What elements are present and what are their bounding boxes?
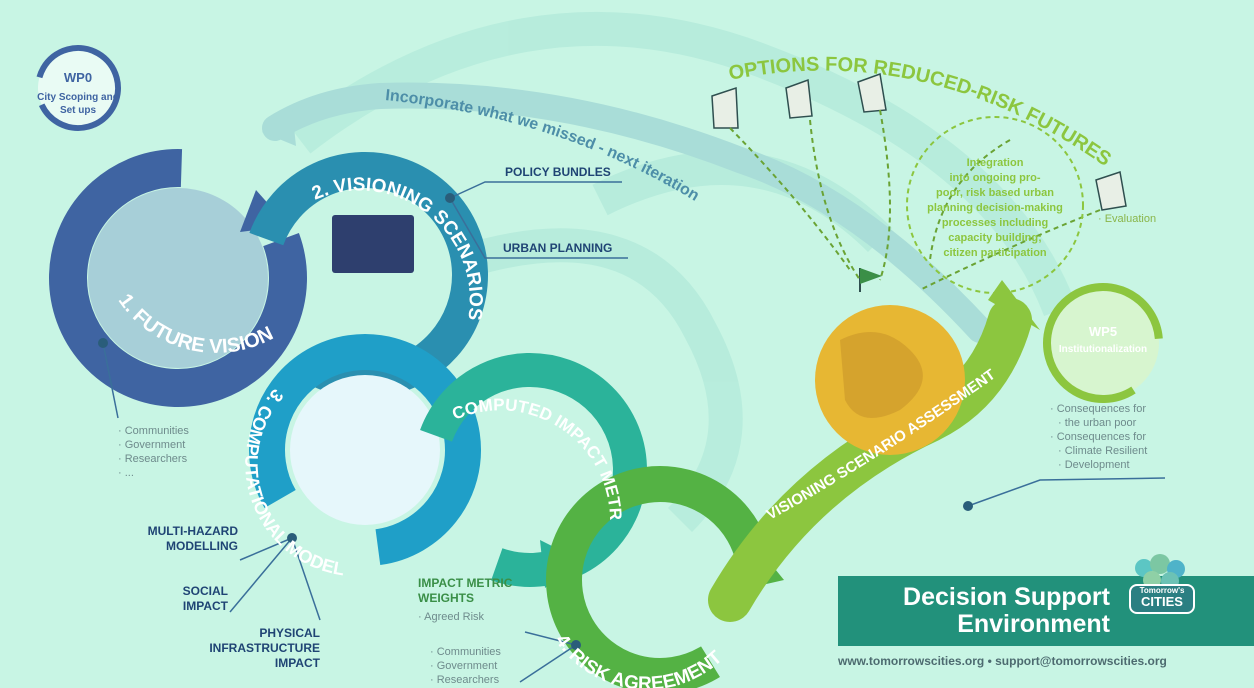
physical-impact-line: IMPACT bbox=[274, 656, 320, 670]
wp0-code: WP0 bbox=[63, 70, 93, 85]
iteration-loop-arrow bbox=[262, 82, 993, 343]
list-item: Researchers bbox=[430, 673, 501, 687]
callout-lines bbox=[102, 181, 1166, 683]
impact-weights-title: IMPACT METRIC WEIGHTS bbox=[418, 576, 512, 606]
list-item: ... bbox=[118, 466, 189, 480]
impact-weights-line: WEIGHTS bbox=[418, 591, 474, 605]
impact-weights-line: IMPACT METRIC bbox=[418, 576, 513, 590]
logo-line1: Tomorrow's bbox=[1139, 586, 1185, 595]
agreed-risk-label: · Agreed Risk bbox=[418, 611, 485, 623]
integration-line: processes including bbox=[941, 217, 1049, 229]
contact-line: www.tomorrowscities.org • support@tomorr… bbox=[838, 654, 1167, 668]
wp0-ring bbox=[35, 45, 121, 131]
integration-line: poor, risk based urban bbox=[936, 187, 1054, 199]
integration-line: citizen participation bbox=[943, 247, 1047, 259]
integration-line: capacity building; bbox=[948, 232, 1042, 244]
list-item: Researchers bbox=[118, 452, 189, 466]
physical-impact-line: PHYSICAL bbox=[259, 626, 320, 640]
list-item: Consequences for bbox=[1050, 430, 1147, 444]
stakeholders-top-list: Communities Government Researchers ... bbox=[118, 424, 189, 480]
list-item: Consequences for bbox=[1050, 402, 1147, 416]
integration-line: into ongoing pro- bbox=[949, 172, 1041, 184]
policy-bundles-label: POLICY BUNDLES bbox=[505, 165, 611, 179]
integration-line: Integration bbox=[966, 157, 1024, 169]
wp0-line2: Set ups bbox=[59, 105, 97, 116]
multi-hazard-label: MULTI-HAZARD MODELLING bbox=[130, 524, 238, 554]
flag-icons bbox=[711, 72, 1127, 211]
list-item: Communities bbox=[118, 424, 189, 438]
wp5-ring bbox=[1043, 283, 1163, 403]
integration-ring bbox=[906, 116, 1084, 294]
multi-hazard-line: MODELLING bbox=[166, 539, 238, 553]
social-impact-line: SOCIAL bbox=[182, 584, 228, 598]
physical-impact-label: PHYSICAL INFRASTRUCTURE IMPACT bbox=[192, 626, 320, 671]
integration-text: Integration into ongoing pro- poor, risk… bbox=[905, 156, 1085, 261]
list-item: the urban poor bbox=[1050, 416, 1147, 430]
urban-planning-label: URBAN PLANNING bbox=[503, 241, 613, 255]
callout-dots bbox=[98, 193, 973, 650]
list-item: Communities bbox=[430, 645, 501, 659]
dse-banner: Decision Support Environment Tomorrow's … bbox=[838, 554, 1254, 646]
social-impact-line: IMPACT bbox=[182, 599, 228, 613]
cities-logo-badge: Tomorrow's CITIES bbox=[1129, 584, 1195, 614]
banner-title: Decision Support Environment bbox=[838, 584, 1110, 638]
list-item: Development bbox=[1050, 458, 1147, 472]
multi-hazard-line: MULTI-HAZARD bbox=[147, 524, 238, 538]
banner-line1: Decision Support bbox=[903, 583, 1110, 611]
wp0-line1: City Scoping and bbox=[37, 92, 119, 103]
stakeholders-bottom-list: Communities Government Researchers bbox=[430, 645, 501, 687]
dashed-arrows bbox=[729, 109, 1101, 291]
logo-line2: CITIES bbox=[1141, 594, 1183, 609]
physical-impact-line: INFRASTRUCTURE bbox=[209, 641, 320, 655]
wp5-code: WP5 bbox=[1088, 324, 1118, 339]
list-item: Government bbox=[118, 438, 189, 452]
social-impact-label: SOCIAL IMPACT bbox=[150, 584, 228, 614]
wp5-label: Institutionalization bbox=[1058, 344, 1148, 355]
globe-illustration bbox=[815, 268, 965, 455]
list-item: Climate Resilient bbox=[1050, 444, 1148, 458]
banner-line2: Environment bbox=[957, 610, 1110, 638]
evaluation-label: · Evaluation bbox=[1098, 213, 1157, 225]
integration-line: planning decision-making bbox=[927, 202, 1063, 214]
list-item: Government bbox=[430, 659, 501, 673]
consequences-list: Consequences for the urban poor Conseque… bbox=[1050, 402, 1148, 472]
